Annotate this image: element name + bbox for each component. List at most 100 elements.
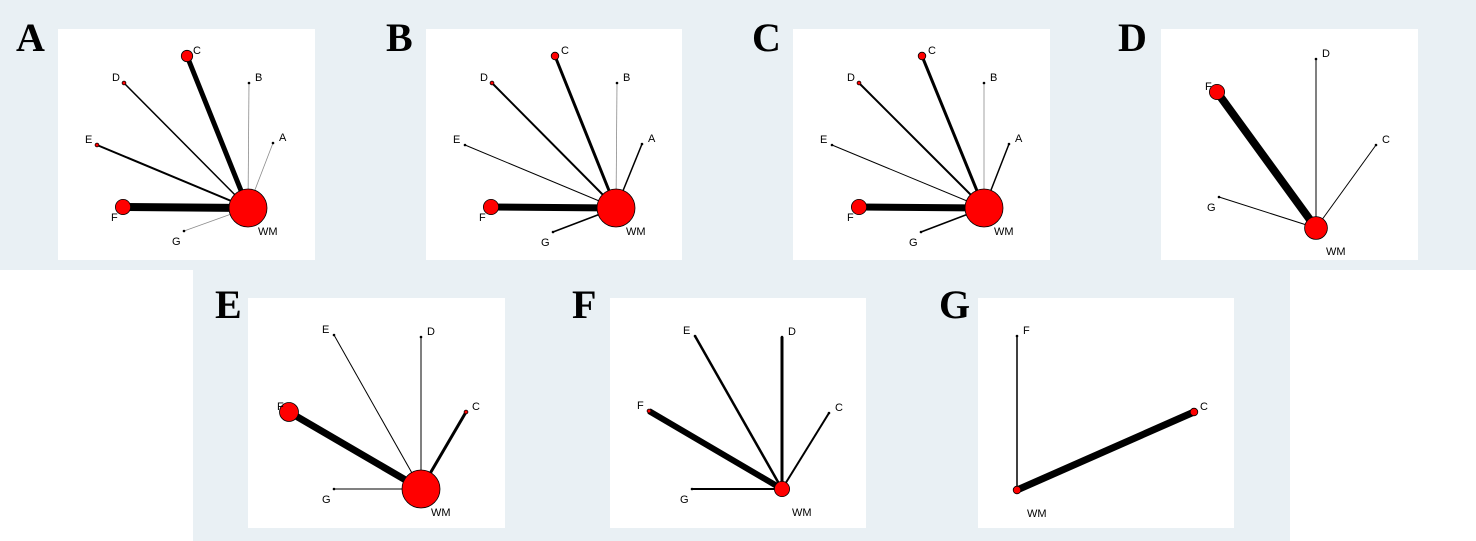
edge-wm-c — [1015, 408, 1196, 494]
node-label-b: B — [623, 72, 630, 84]
panel-a-letter: A — [16, 15, 45, 60]
node-d — [489, 80, 495, 86]
node-g — [332, 487, 336, 491]
node-f — [279, 402, 299, 422]
panel-g-letter: G — [939, 282, 971, 327]
node-wm — [1012, 485, 1022, 495]
node-label-wm: WM — [1326, 246, 1346, 258]
node-wm — [1304, 216, 1328, 240]
panel-d-letter: D — [1118, 15, 1147, 60]
node-label-f: F — [479, 212, 486, 224]
node-wm — [401, 469, 441, 509]
node-label-c: C — [1200, 401, 1208, 413]
node-label-e: E — [683, 325, 690, 337]
edge-wm-c — [184, 55, 251, 209]
node-c — [1189, 407, 1199, 417]
node-f — [115, 198, 132, 215]
node-label-c: C — [193, 45, 201, 57]
node-label-d: D — [788, 326, 796, 338]
node-wm — [596, 188, 636, 228]
node-f — [646, 408, 652, 414]
node-a — [271, 141, 275, 145]
edge-wm-f — [287, 408, 423, 493]
node-label-e: E — [453, 134, 460, 146]
node-label-wm: WM — [626, 226, 646, 238]
node-e — [693, 334, 697, 338]
edge-wm-d — [858, 82, 985, 209]
node-a — [1007, 142, 1011, 146]
node-label-f: F — [277, 401, 284, 413]
edge-wm-e — [333, 334, 422, 490]
node-e — [463, 143, 467, 147]
panel-f-network: WM E D C F G — [637, 325, 843, 519]
node-label-d: D — [847, 72, 855, 84]
node-e — [94, 142, 100, 148]
node-g — [1217, 195, 1221, 199]
node-label-g: G — [680, 494, 689, 506]
edge-wm-e — [464, 144, 617, 209]
panel-e-letter: E — [215, 282, 242, 327]
node-d — [780, 335, 784, 339]
node-label-d: D — [427, 326, 435, 338]
edge-wm-b — [615, 82, 618, 209]
node-c — [827, 411, 831, 415]
node-label-f: F — [1205, 81, 1212, 93]
node-label-g: G — [172, 236, 181, 248]
panel-f-letter: F — [572, 282, 597, 327]
node-label-c: C — [472, 401, 480, 413]
edge-wm-f — [490, 203, 617, 212]
node-c — [180, 49, 194, 63]
node-label-c: C — [835, 402, 843, 414]
node-f — [482, 198, 499, 215]
node-b — [982, 81, 986, 85]
edge-wm-c — [1315, 144, 1377, 229]
node-label-wm: WM — [792, 507, 812, 519]
node-c — [917, 51, 927, 61]
node-d — [419, 335, 423, 339]
node-label-wm: WM — [431, 507, 451, 519]
node-label-a: A — [648, 133, 656, 145]
edge-wm-g — [1218, 196, 1317, 229]
node-c — [463, 409, 469, 415]
node-label-e: E — [820, 134, 827, 146]
node-d — [1314, 57, 1318, 61]
node-g — [919, 230, 923, 234]
edge-wm-f — [122, 203, 249, 212]
edge-wm-e — [831, 144, 985, 209]
node-label-wm: WM — [1027, 508, 1047, 520]
node-label-a: A — [1015, 133, 1023, 145]
node-label-d: D — [480, 72, 488, 84]
node-c — [550, 51, 560, 61]
panel-c-letter: C — [752, 15, 781, 60]
node-label-g: G — [909, 237, 918, 249]
node-label-f: F — [847, 212, 854, 224]
edge-wm-e — [96, 144, 249, 209]
node-label-f: F — [637, 400, 644, 412]
edge-wm-d — [491, 82, 617, 209]
edge-wm-f — [1213, 89, 1320, 231]
node-b — [247, 81, 251, 85]
node-a — [640, 142, 644, 146]
edge-wm-d — [123, 82, 249, 209]
edge-wm-e — [693, 335, 784, 490]
node-e — [830, 143, 834, 147]
edge-wm-f — [858, 203, 985, 212]
node-label-f: F — [1023, 325, 1030, 337]
node-wm — [774, 480, 791, 497]
node-label-f: F — [111, 212, 118, 224]
panel-b-letter: B — [386, 15, 413, 60]
node-c — [1374, 143, 1378, 147]
node-label-c: C — [1382, 134, 1390, 146]
node-g — [551, 230, 555, 234]
node-g — [690, 487, 694, 491]
node-e — [332, 333, 336, 337]
edge-wm-c — [553, 55, 618, 209]
node-g — [182, 229, 186, 233]
node-wm — [964, 188, 1004, 228]
node-label-b: B — [255, 72, 262, 84]
